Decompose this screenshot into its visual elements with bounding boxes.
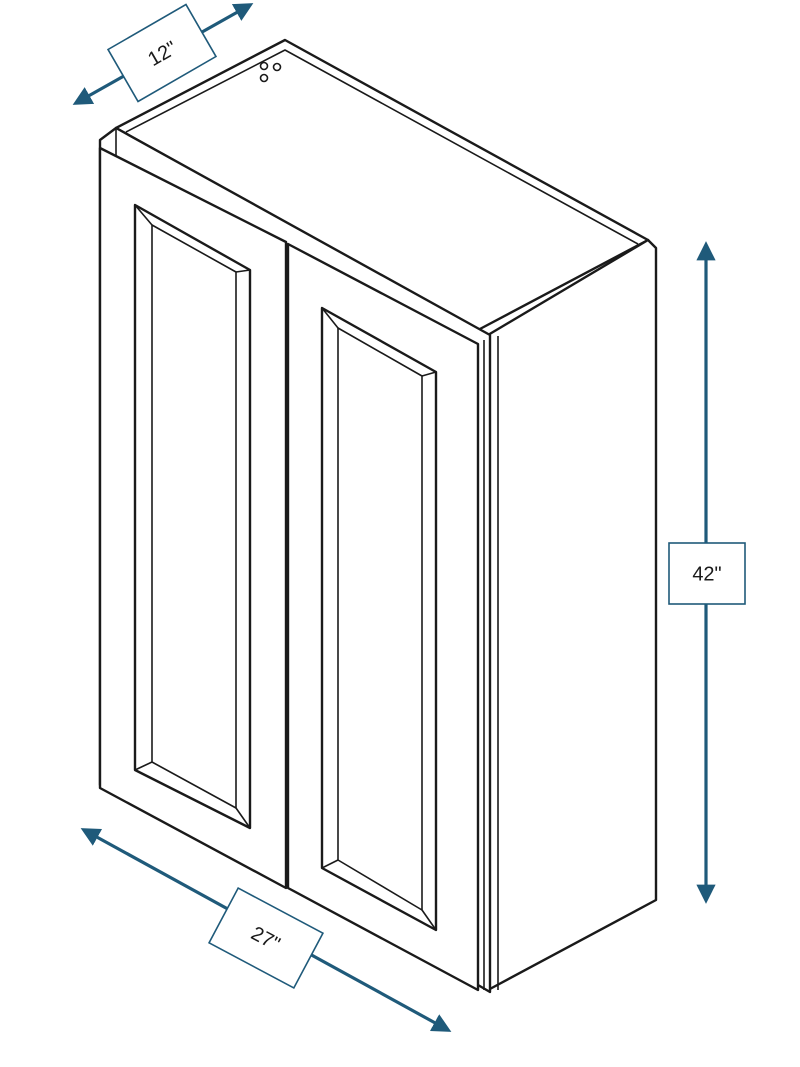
bevel-line [321,307,339,329]
pin-hole [272,62,282,72]
right-door [286,242,480,992]
bevel-line [134,761,153,771]
left-door [98,146,288,890]
cabinet [98,38,658,994]
bevel-line [134,204,153,226]
width-label-box: 27" [207,887,325,989]
bevel-line [235,807,251,829]
depth-dimension: 12" [72,3,254,105]
pin-hole [259,73,269,83]
bevel-line [235,269,251,273]
pin-hole [259,61,269,71]
width-dimension: 27" [80,828,452,1032]
right-door-panel-outer [320,306,438,932]
cabinet-side-panel [486,238,658,992]
height-dimension: 42" [668,241,746,904]
bevel-line [421,371,437,377]
height-label: 42" [692,563,721,585]
height-label-box [668,542,746,605]
depth-label-box: 12" [106,3,218,103]
